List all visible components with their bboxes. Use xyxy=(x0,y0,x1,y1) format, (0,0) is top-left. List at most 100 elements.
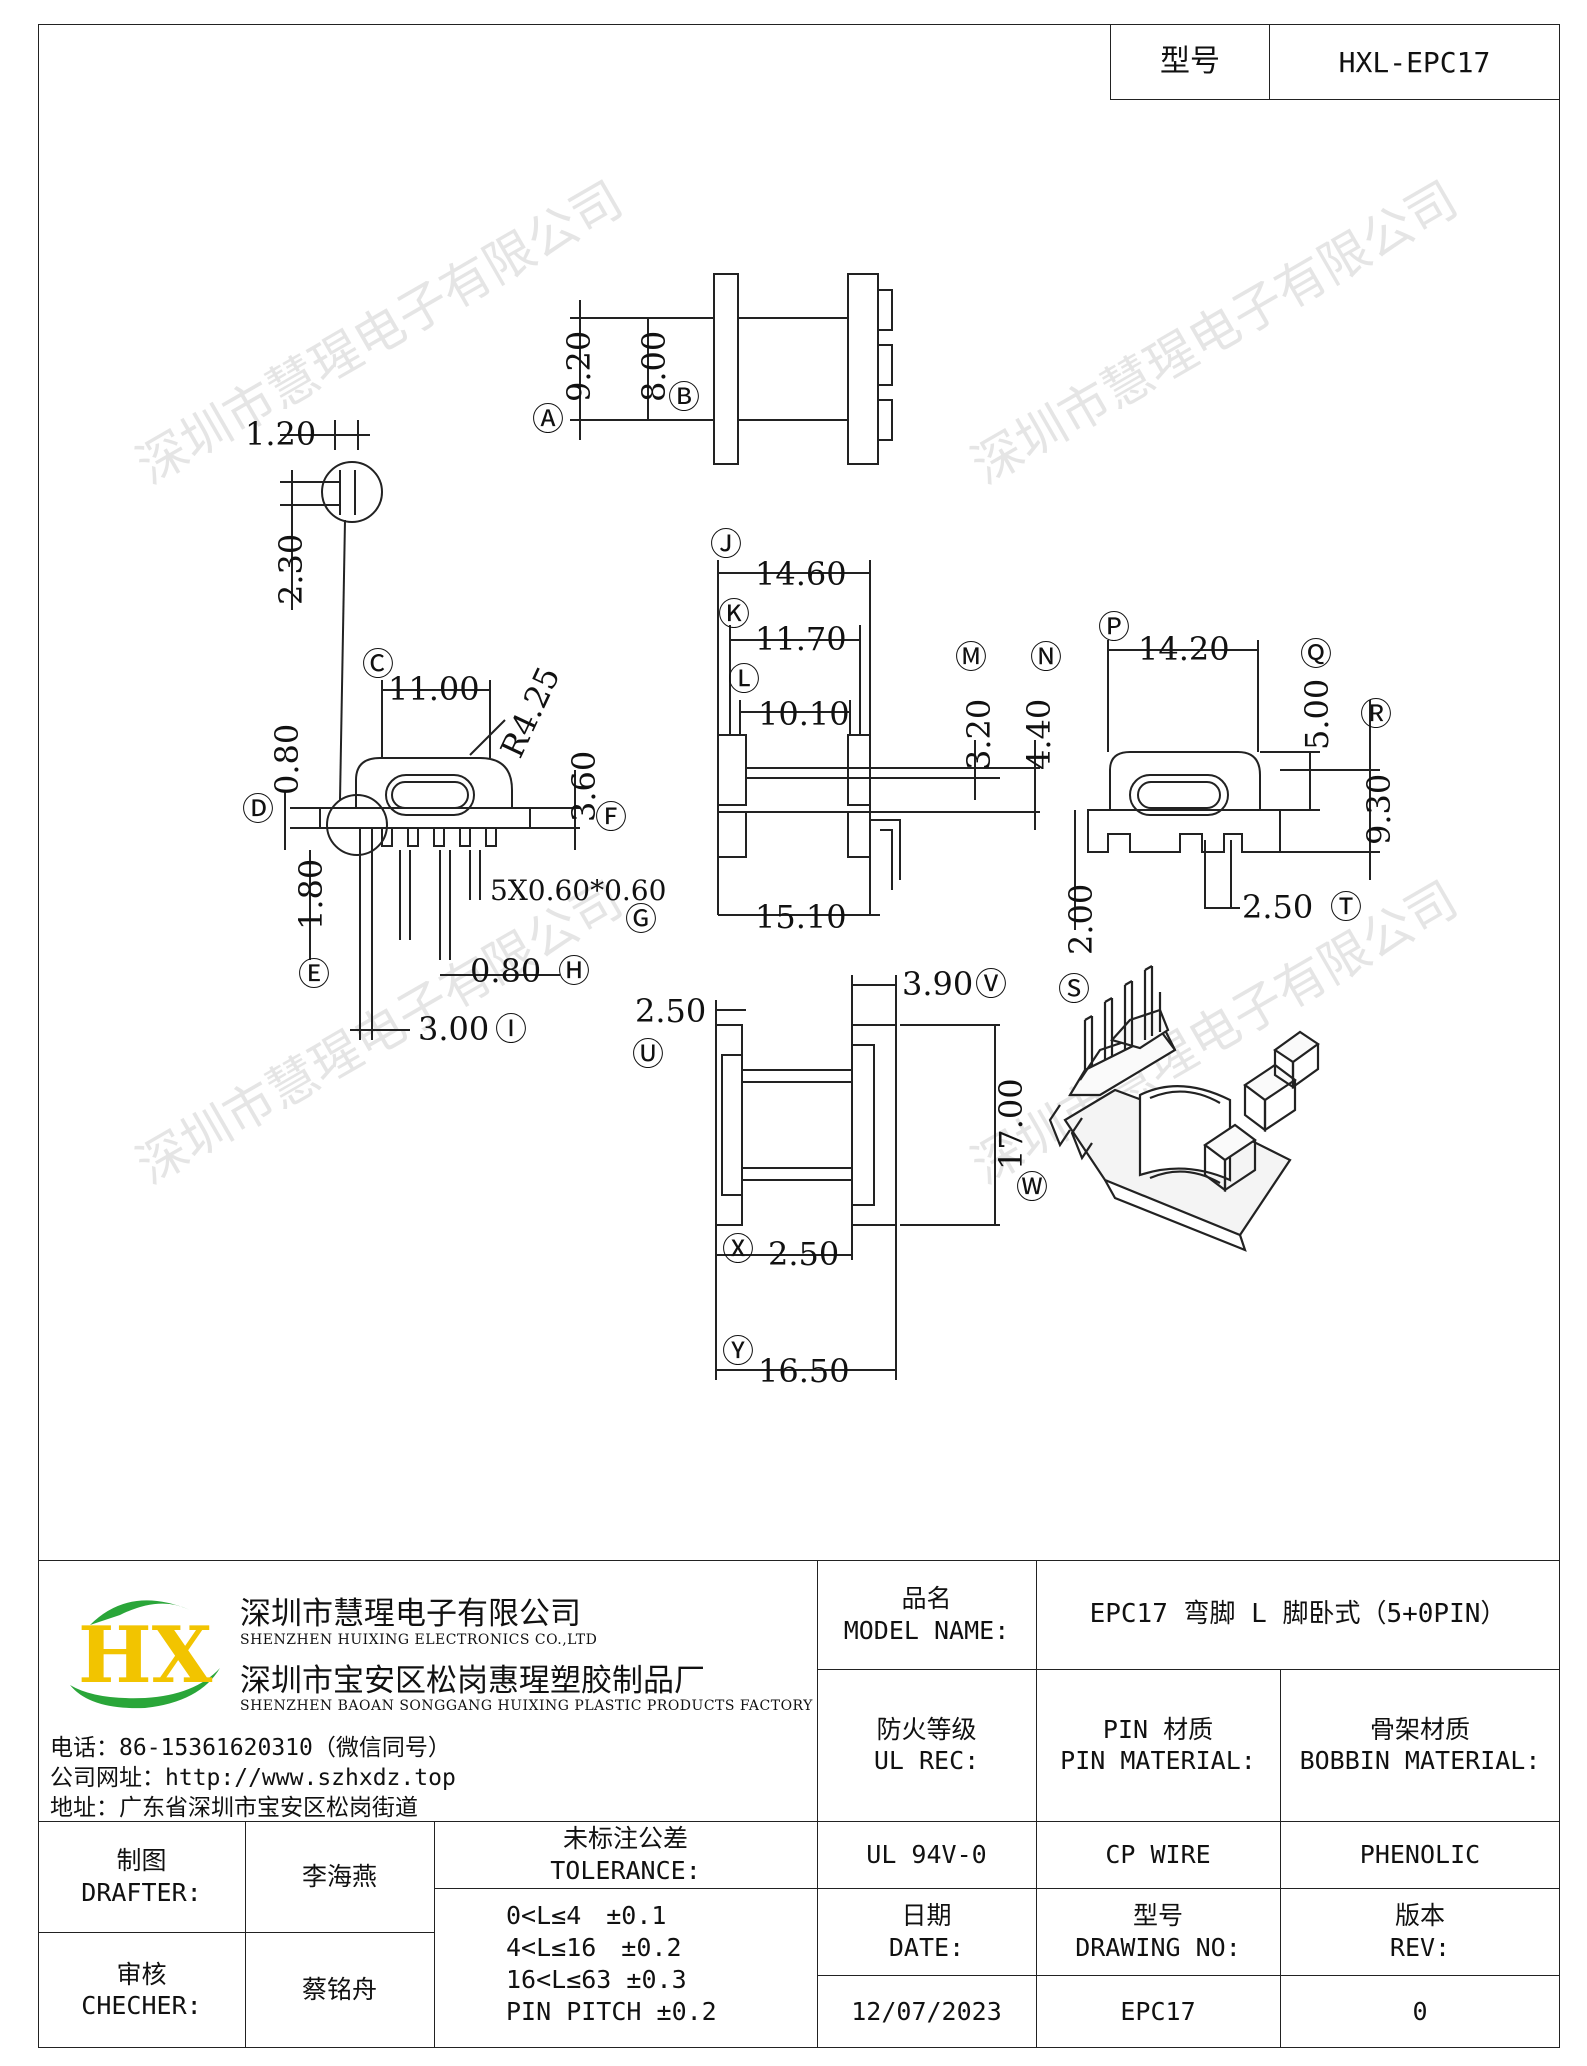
dim-3-00: 3.00 xyxy=(418,1010,489,1048)
label-F: Ⓕ xyxy=(595,798,627,836)
date-label-en: DATE: xyxy=(888,1932,965,1962)
rev-label-en: REV: xyxy=(1389,1932,1451,1962)
bobbin-material-label-cn: 骨架材质 xyxy=(1369,1714,1470,1744)
dim-1-80: 1.80 xyxy=(292,859,330,930)
dim-11-00: 11.00 xyxy=(388,670,480,708)
label-E: Ⓔ xyxy=(298,955,330,993)
label-Y: Ⓨ xyxy=(722,1332,754,1370)
tolerance-line-4: PIN PITCH ±0.2 xyxy=(506,1997,717,2026)
tolerance-list: 0<L≤4 ±0.1 4<L≤16 ±0.2 16<L≤63 ±0.3 PIN … xyxy=(434,1888,818,2048)
date-label-cn: 日期 xyxy=(901,1901,952,1931)
drafter-label: 制图 DRAFTER: xyxy=(38,1821,246,1933)
tolerance-line-3: 16<L≤63 ±0.3 xyxy=(506,1965,687,1994)
dim-0-80b: 0.80 xyxy=(470,952,541,990)
company-block: HX 深圳市慧瑆电子有限公司 SHENZHEN HUIXING ELECTRON… xyxy=(38,1560,818,1822)
dim-0-80a: 0.80 xyxy=(268,724,306,795)
company-address: 地址：广东省深圳市宝安区松岗街道 xyxy=(50,1795,418,1821)
label-P: Ⓟ xyxy=(1098,608,1130,646)
title-block xyxy=(38,1560,1560,2048)
pin-detail-view: 1.20 2.30 xyxy=(245,415,383,801)
end-view: Ⓟ 14.20 Ⓠ Ⓡ 5.00 9.30 2.00 Ⓢ 2.50 Ⓣ xyxy=(1058,608,1398,1008)
label-I: Ⓘ xyxy=(495,1010,527,1048)
bobbin-material-label-en: BOBBIN MATERIAL: xyxy=(1299,1746,1541,1775)
technical-drawing: 深圳市慧瑆电子有限公司 深圳市慧瑆电子有限公司 深圳市慧瑆电子有限公司 深圳市慧… xyxy=(127,170,1467,1390)
isometric-view xyxy=(1048,965,1320,1252)
watermark-group: 深圳市慧瑆电子有限公司 深圳市慧瑆电子有限公司 深圳市慧瑆电子有限公司 深圳市慧… xyxy=(127,170,1467,1195)
model-name-value: EPC17 弯脚 L 脚卧式（5+0PIN） xyxy=(1036,1560,1560,1670)
header-model-value: HXL-EPC17 xyxy=(1269,24,1560,100)
label-U: Ⓤ xyxy=(632,1035,664,1073)
label-A: Ⓐ xyxy=(532,400,564,438)
pin-material-label: PIN 材质 PIN MATERIAL: xyxy=(1036,1669,1281,1822)
top-view: 9.20 8.00 Ⓐ Ⓑ xyxy=(532,273,893,465)
rev-label: 版本 REV: xyxy=(1280,1888,1560,1976)
pin-material-label-en: PIN MATERIAL: xyxy=(1060,1746,1256,1775)
dim-2-50c: 2.50 xyxy=(768,1235,839,1273)
checker-label: 审核 CHECHER: xyxy=(38,1932,246,2048)
watermark-2: 深圳市慧瑆电子有限公司 xyxy=(962,170,1467,495)
tolerance-label-en: TOLERANCE: xyxy=(550,1855,701,1885)
tolerance-line-1: 0<L≤4 ±0.1 xyxy=(506,1901,667,1930)
company-name-en: SHENZHEN HUIXING ELECTRONICS CO.,LTD xyxy=(240,1632,598,1648)
bobbin-material-value: PHENOLIC xyxy=(1280,1821,1560,1889)
label-W: Ⓦ xyxy=(1016,1168,1048,1206)
dim-3-20: 3.20 xyxy=(960,699,998,770)
company-phone: 电话：86-15361620310（微信同号） xyxy=(50,1735,451,1761)
label-H: Ⓗ xyxy=(558,952,590,990)
dim-2-50b: 2.50 xyxy=(635,992,706,1030)
drafter-label-cn: 制图 xyxy=(116,1846,167,1876)
date-value: 12/07/2023 xyxy=(817,1975,1037,2048)
bobbin-material-label: 骨架材质 BOBBIN MATERIAL: xyxy=(1280,1669,1560,1822)
dim-15-10: 15.10 xyxy=(755,898,847,936)
dim-3-90: 3.90 xyxy=(902,965,973,1003)
drafter-value: 李海燕 xyxy=(245,1821,435,1933)
dim-14-60: 14.60 xyxy=(755,555,847,593)
dim-11-70: 11.70 xyxy=(755,620,847,658)
dim-3-60: 3.60 xyxy=(565,751,603,822)
dim-2-50a: 2.50 xyxy=(1242,888,1313,926)
rev-value: 0 xyxy=(1412,1996,1428,2026)
model-name-label: 品名 MODEL NAME: xyxy=(817,1560,1037,1670)
label-K: Ⓚ xyxy=(718,595,750,633)
tolerance-label: 未标注公差 TOLERANCE: xyxy=(434,1821,818,1889)
checker-value: 蔡铭舟 xyxy=(245,1932,435,2048)
label-S: Ⓢ xyxy=(1058,970,1090,1008)
drawing-no-label-en: DRAWING NO: xyxy=(1075,1932,1241,1962)
side-view: Ⓙ 14.60 Ⓚ 11.70 Ⓛ 10.10 Ⓜ Ⓝ 3.20 4.40 15… xyxy=(710,525,1062,936)
dim-5-00: 5.00 xyxy=(1298,679,1336,750)
pin-material-value: CP WIRE xyxy=(1036,1821,1281,1889)
dim-2-30: 2.30 xyxy=(272,534,310,605)
dim-2-00: 2.00 xyxy=(1062,884,1100,955)
checker-label-cn: 审核 xyxy=(116,1959,167,1989)
drawing-no-label: 型号 DRAWING NO: xyxy=(1036,1888,1281,1976)
label-J: Ⓙ xyxy=(710,525,742,563)
ul-rec-label-en: UL REC: xyxy=(873,1746,980,1775)
dim-8-00: 8.00 xyxy=(635,331,673,402)
model-name-label-cn: 品名 xyxy=(901,1584,952,1614)
label-B: Ⓑ xyxy=(668,378,700,416)
label-X: Ⓧ xyxy=(722,1230,754,1268)
ul-rec-label-cn: 防火等级 xyxy=(876,1714,977,1744)
label-T: Ⓣ xyxy=(1330,888,1362,926)
label-D: Ⓓ xyxy=(242,790,274,828)
label-Q: Ⓠ xyxy=(1300,635,1332,673)
label-V: Ⓥ xyxy=(975,965,1007,1003)
pin-material-label-cn: PIN 材质 xyxy=(1102,1714,1214,1744)
drawing-no-label-cn: 型号 xyxy=(1132,1901,1183,1931)
company-logo: HX xyxy=(70,1600,220,1709)
bottom-view: 2.50 Ⓤ 3.90 Ⓥ 17.00 Ⓦ Ⓧ 2.50 Ⓨ 16.50 xyxy=(632,965,1048,1390)
dim-R4-25: R4.25 xyxy=(493,661,568,763)
label-L: Ⓛ xyxy=(728,660,760,698)
company-website: 公司网址：http://www.szhxdz.top xyxy=(50,1765,456,1791)
date-label: 日期 DATE: xyxy=(817,1888,1037,1976)
label-C: Ⓒ xyxy=(362,645,394,683)
tolerance-label-cn: 未标注公差 xyxy=(562,1824,688,1854)
tolerance-line-2: 4<L≤16 ±0.2 xyxy=(506,1933,682,1962)
watermark-1: 深圳市慧瑆电子有限公司 xyxy=(127,170,632,495)
dim-17-00: 17.00 xyxy=(992,1078,1030,1170)
dim-1-20: 1.20 xyxy=(245,415,316,453)
logo-letters: HX xyxy=(78,1610,213,1701)
dim-9-30: 9.30 xyxy=(1360,774,1398,845)
label-R: Ⓡ xyxy=(1360,695,1392,733)
dim-9-20: 9.20 xyxy=(560,331,598,402)
